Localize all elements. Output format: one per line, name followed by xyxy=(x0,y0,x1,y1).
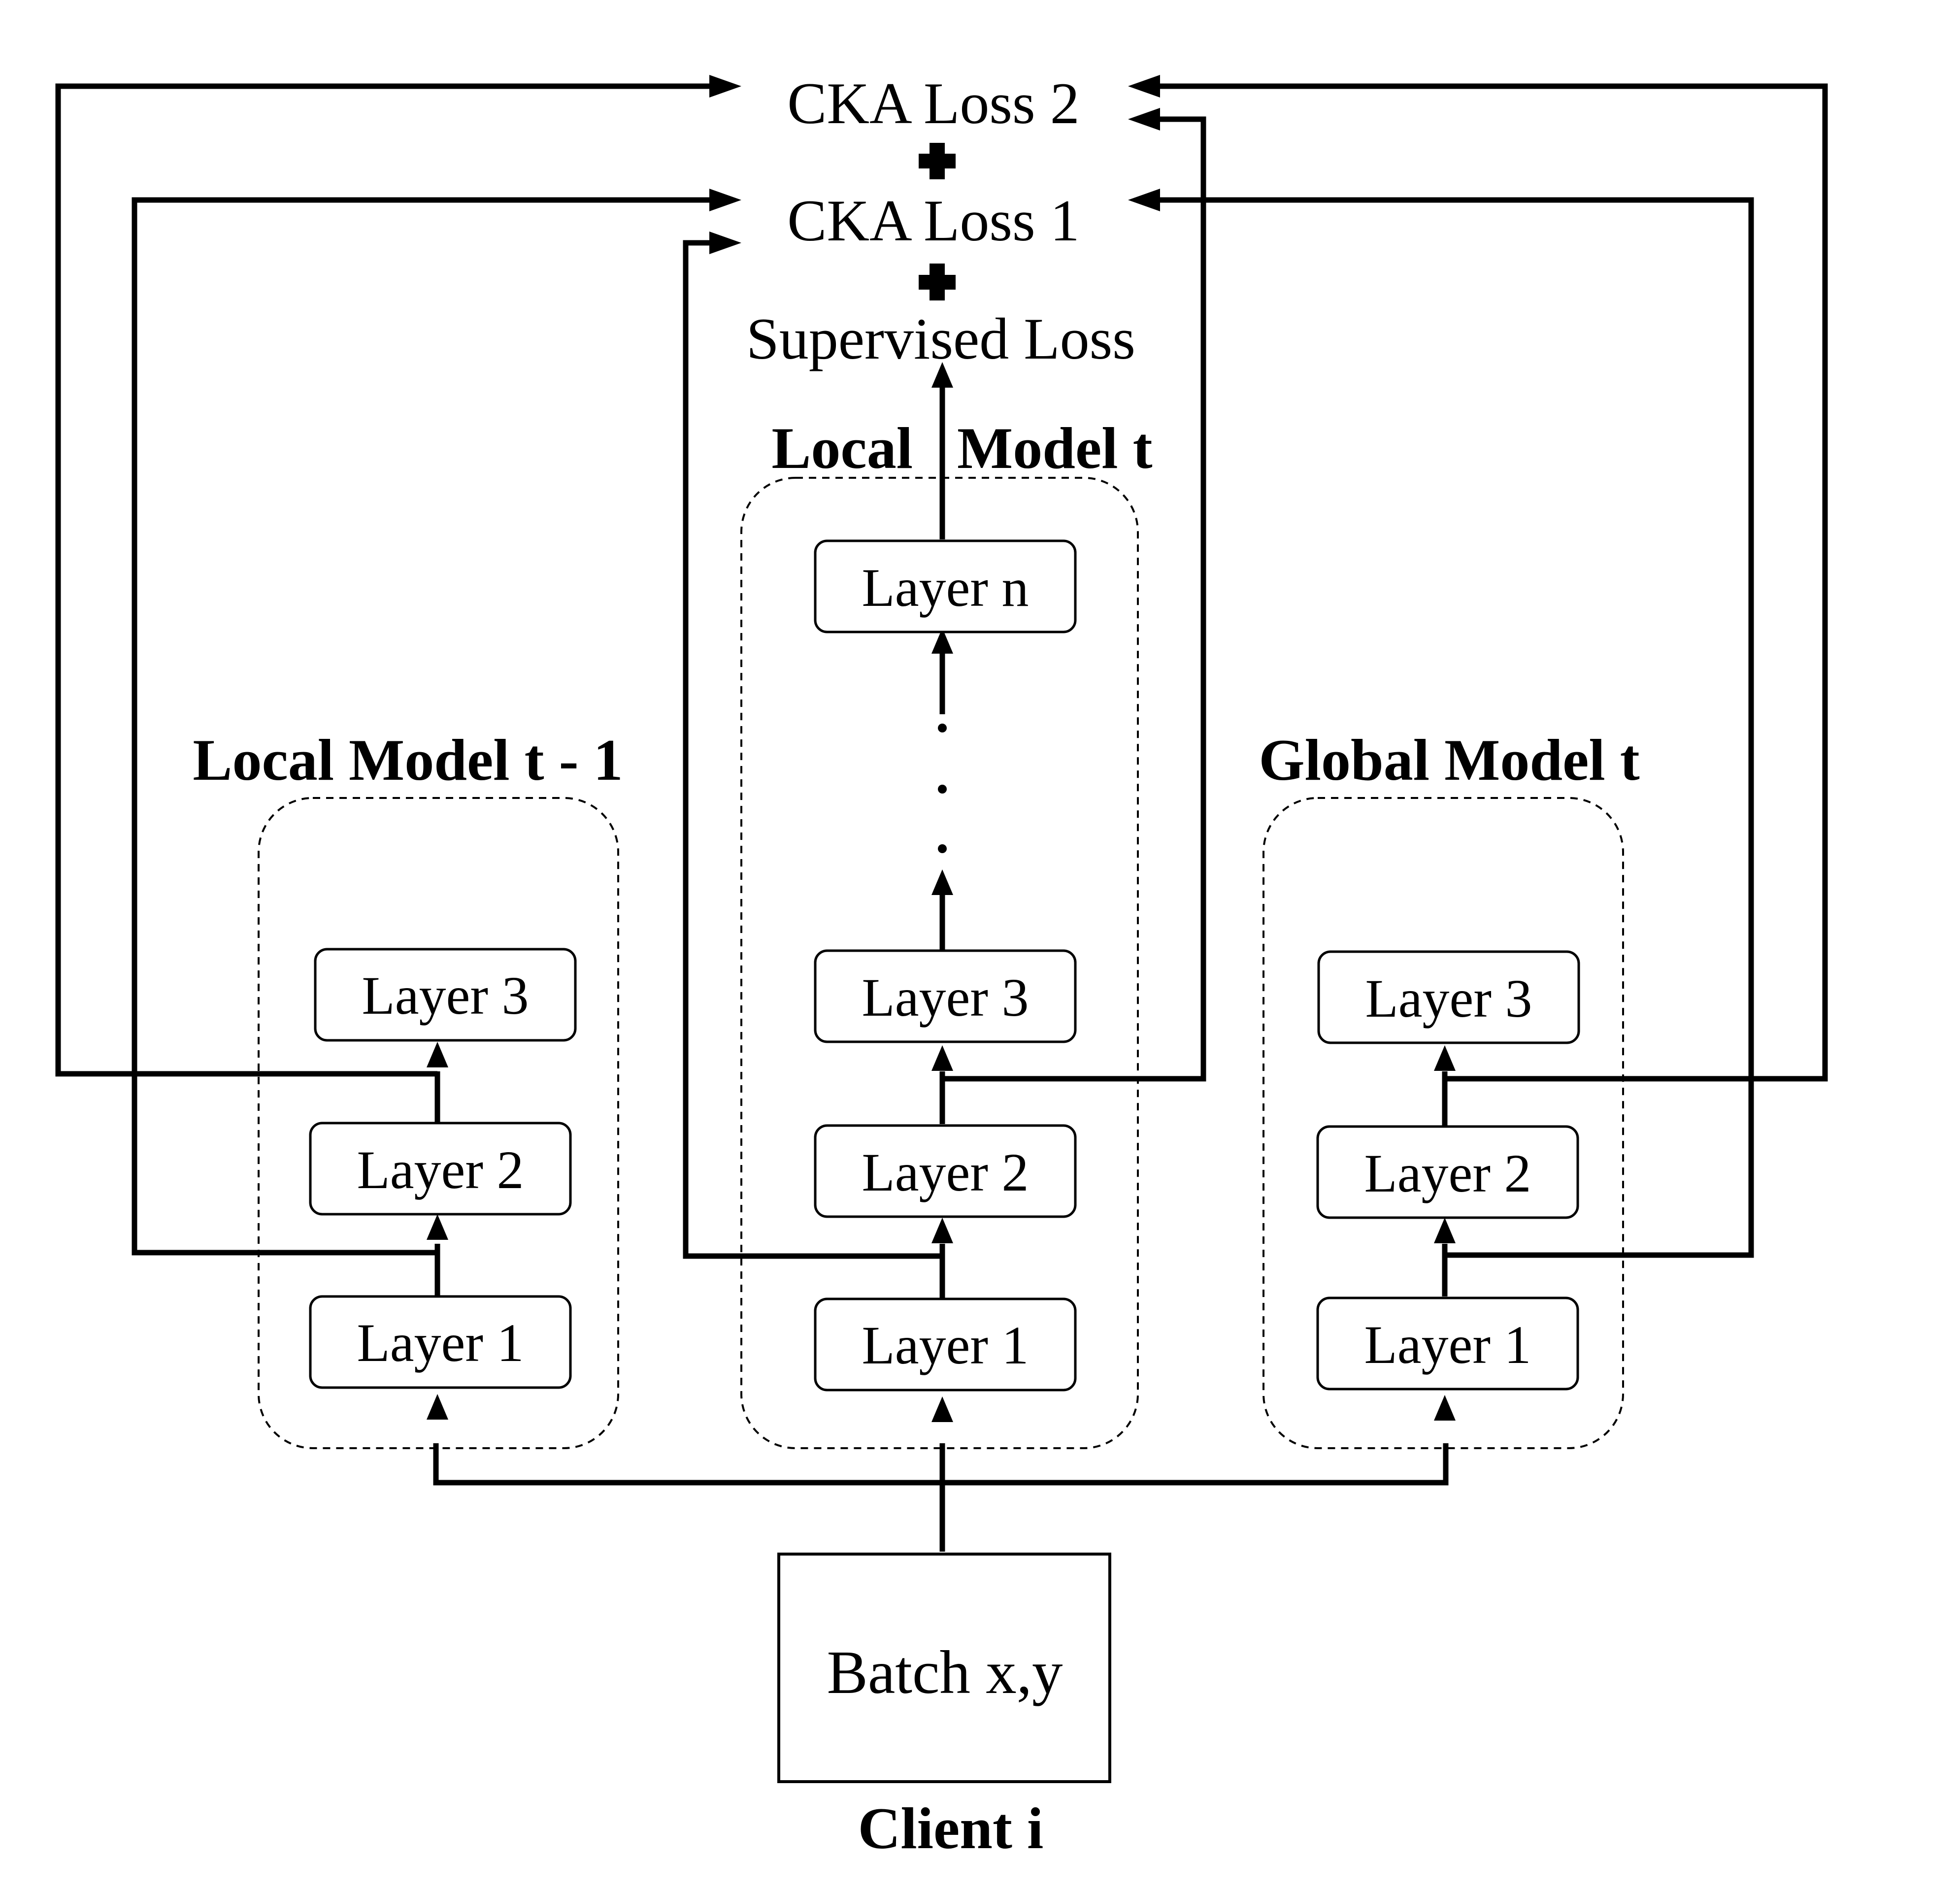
cka-loss-1-label: CKA Loss 1 xyxy=(787,188,1079,253)
global-layer2-to-cka-loss-1-wire xyxy=(1160,197,1754,1258)
local-current-layer-3-label: Layer 3 xyxy=(862,967,1029,1028)
arrow-icon xyxy=(1128,108,1160,131)
local-prev-layer-2-box xyxy=(309,1122,572,1216)
global-model-container xyxy=(1262,797,1624,1449)
ellipsis-dot xyxy=(938,844,947,853)
arrow-icon xyxy=(1128,75,1160,98)
batch-box xyxy=(777,1553,1111,1783)
arrow-icon xyxy=(1434,1395,1456,1421)
cka-loss-2-label: CKA Loss 2 xyxy=(787,70,1079,136)
local-current-layer3-to-cka-loss-2-wire xyxy=(942,116,1206,1082)
local-current-layer-1-label: Layer 1 xyxy=(862,1315,1029,1375)
global-layer3-to-cka-loss-2-wire xyxy=(1160,83,1828,1082)
local-prev-layer2-to-cka-loss-1-wire xyxy=(132,197,712,1256)
global-layer-3-label: Layer 3 xyxy=(1365,968,1532,1028)
global-layer-1-box xyxy=(1316,1296,1579,1391)
arrow-icon xyxy=(1128,189,1160,211)
batch-label: Batch x,y xyxy=(827,1639,1063,1707)
global-model-title: Global Model t xyxy=(1259,727,1639,793)
local-model-current-title: Local Model t xyxy=(771,415,1152,481)
global-layer-2-label: Layer 2 xyxy=(1364,1143,1531,1203)
arrow-icon xyxy=(709,232,741,254)
local-prev-layer-1-box xyxy=(309,1295,572,1389)
client-caption: Client i xyxy=(858,1795,1044,1861)
ellipsis-dot xyxy=(938,724,947,732)
arrow-icon xyxy=(427,1394,448,1420)
local-current-layer-n-label: Layer n xyxy=(862,558,1029,618)
arrow-icon xyxy=(931,1396,953,1422)
arrow-icon xyxy=(931,869,953,895)
arrow-icon xyxy=(709,75,741,98)
arrow-icon xyxy=(1434,1045,1456,1071)
arrow-icon xyxy=(931,1045,953,1071)
global-layer-3-box xyxy=(1317,950,1580,1044)
local-prev-layer-3-box xyxy=(314,948,577,1042)
plus-icon xyxy=(919,264,956,300)
local-current-layer-2-box xyxy=(814,1124,1077,1218)
batch-to-models-wire xyxy=(433,1443,1449,1552)
local-model-prev-title: Local Model t - 1 xyxy=(193,727,623,793)
arrow-icon xyxy=(1434,1218,1456,1243)
local-current-layer-3-box xyxy=(814,949,1077,1043)
arrow-icon xyxy=(709,189,741,211)
ellipsis-dot xyxy=(938,785,947,794)
arrow-icon xyxy=(931,362,953,388)
local-current-layer-2-label: Layer 2 xyxy=(862,1142,1029,1202)
arrow-icon xyxy=(931,1218,953,1243)
local-prev-layer-3-label: Layer 3 xyxy=(362,965,529,1026)
global-layer-2-box xyxy=(1316,1125,1579,1219)
arrow-icon xyxy=(427,1214,448,1240)
local-current-layer-n-box xyxy=(814,539,1077,633)
global-layer-1-label: Layer 1 xyxy=(1364,1315,1531,1375)
local-current-layer2-to-cka-loss-1-wire xyxy=(683,240,942,1259)
local-prev-layer3-to-cka-loss-2-wire xyxy=(55,83,712,1077)
local-prev-layer-1-label: Layer 1 xyxy=(357,1313,524,1373)
supervised-loss-label: Supervised Loss xyxy=(746,306,1135,371)
local-prev-layer-2-label: Layer 2 xyxy=(357,1140,524,1200)
plus-icon xyxy=(919,143,956,179)
local-model-prev-container xyxy=(258,797,619,1449)
arrow-icon xyxy=(931,628,953,654)
arrow-icon xyxy=(427,1042,448,1067)
local-current-layer-1-box xyxy=(814,1297,1077,1392)
